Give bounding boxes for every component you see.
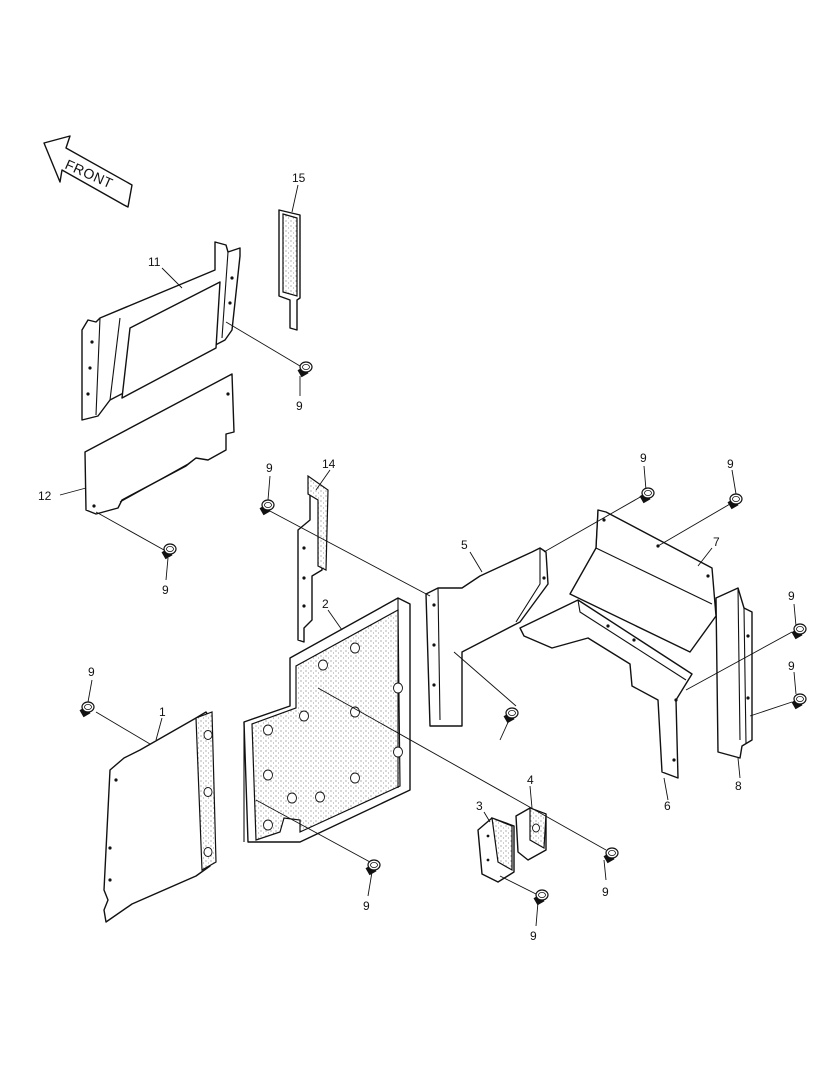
bolt-icon	[258, 499, 275, 516]
part-6-base-bracket	[519, 599, 693, 779]
bolt-icon	[532, 889, 549, 906]
callout-6: 6	[664, 799, 671, 813]
callout-2: 2	[322, 597, 329, 611]
callout-8: 8	[735, 779, 742, 793]
callout-13: 15	[292, 171, 306, 185]
callout-9: 9	[727, 457, 734, 471]
part-1-side-panel	[103, 711, 217, 923]
bolt-icon	[790, 693, 807, 710]
callout-labels: 15 11 9 12 9 9 14 9 9 5 7 2 9 9 9 1 8 4 …	[38, 171, 795, 943]
callout-9: 9	[788, 589, 795, 603]
bolt-icon	[160, 543, 177, 560]
callout-12: 12	[38, 489, 52, 503]
part-5-angled-panel	[425, 547, 549, 727]
part-12-long-plate	[84, 373, 235, 515]
callout-7: 7	[713, 535, 720, 549]
callout-5: 5	[461, 538, 468, 552]
part-13-foam-strip	[278, 209, 301, 331]
callout-9: 9	[788, 659, 795, 673]
front-arrow-icon: FRONT	[43, 135, 133, 208]
bolt-icon	[364, 859, 381, 876]
bolt-icon	[296, 361, 313, 378]
bolt-icon	[790, 623, 807, 640]
part-14-bracket	[297, 474, 329, 643]
callout-9: 9	[363, 899, 370, 913]
part-7-sloped-cover	[569, 509, 717, 653]
bolt-icon	[78, 701, 95, 718]
part-4-clamp-block	[515, 807, 547, 861]
callout-9: 9	[640, 451, 647, 465]
callout-9: 9	[266, 461, 273, 475]
bolt-icon	[502, 707, 519, 724]
part-8-right-channel	[715, 587, 753, 759]
callout-3: 3	[476, 799, 483, 813]
part-2-foam-panel	[243, 597, 411, 843]
callout-9: 9	[530, 929, 537, 943]
callout-14: 14	[322, 457, 336, 471]
callout-9: 9	[88, 665, 95, 679]
callout-9: 9	[296, 399, 303, 413]
callout-4: 4	[527, 773, 534, 787]
callout-9: 9	[162, 583, 169, 597]
part-11-frame-bracket	[81, 241, 241, 421]
callout-11: 11	[148, 255, 161, 269]
callout-1: 1	[159, 705, 166, 719]
bolt-icon	[638, 487, 655, 504]
leader-lines	[59, 184, 797, 927]
bolt-icon	[726, 493, 743, 510]
part-3-block-bracket	[477, 817, 515, 883]
callout-9: 9	[602, 885, 609, 899]
